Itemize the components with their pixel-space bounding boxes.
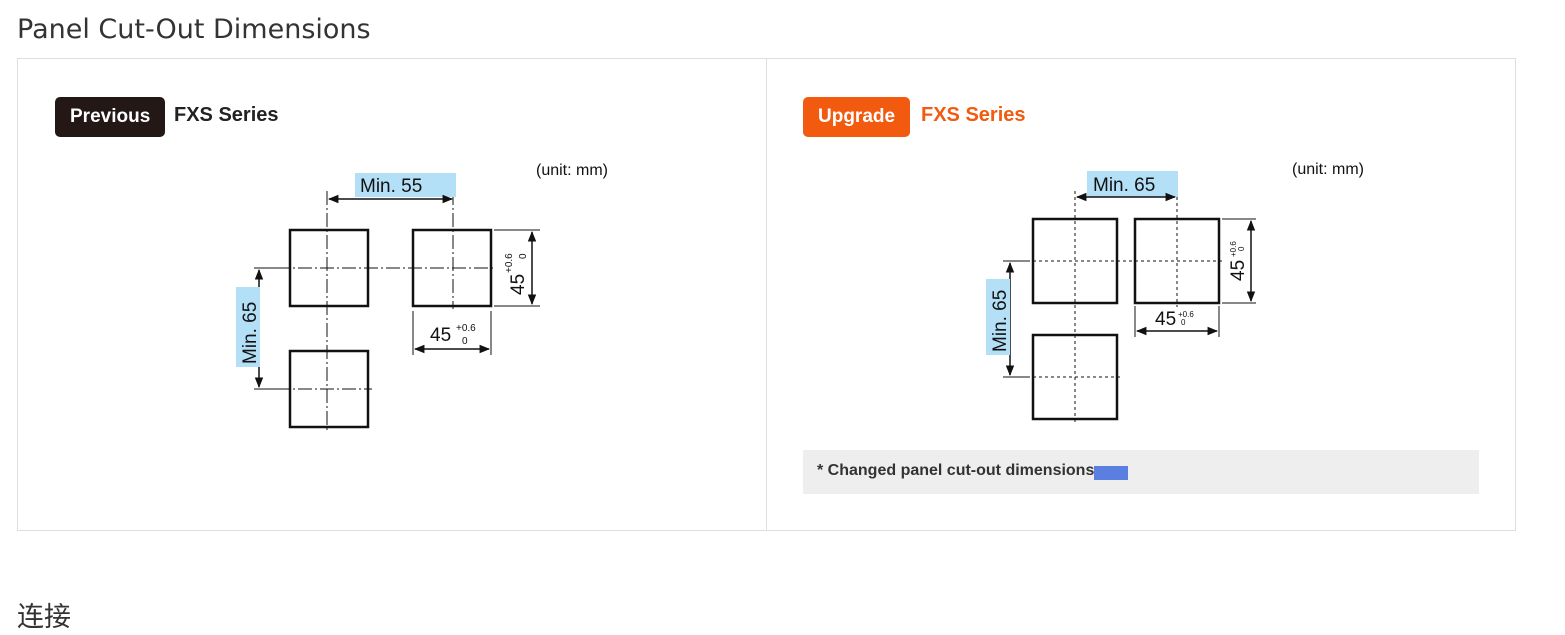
page-title: Panel Cut-Out Dimensions [17,14,371,45]
upgrade-dim-width-label: 45 [1155,309,1176,330]
previous-dim-height-tol-lower: 0 [518,253,529,259]
previous-dim-width-tol-lower: 0 [462,336,468,347]
previous-center-lines [254,191,496,431]
changed-dimensions-note-text: * Changed panel cut-out dimensions [817,462,1095,479]
upgrade-tag: Upgrade [803,97,911,137]
upgrade-unit-label: (unit: mm) [1292,161,1364,178]
upgrade-dim-height-tol-lower: 0 [1237,246,1246,251]
previous-cutout-diagram: (unit: mm) Min. 55 Min. 65 45 +0.6 0 [236,162,608,431]
upgrade-cutout-diagram: (unit: mm) Min. 65 Min. 65 45 +0.6 0 [986,161,1364,423]
previous-dim-vertical-highlight [236,287,260,367]
previous-dim-height-tol-upper: +0.6 [504,253,515,273]
previous-dim-horizontal-label: Min. 55 [360,176,422,197]
changed-dimensions-swatch [1094,466,1128,480]
upgrade-dim-width-tol-upper: +0.6 [1178,310,1194,319]
previous-dim-horizontal-highlight [355,173,456,197]
connection-heading: 连接 [17,602,71,633]
previous-tag: Previous [55,97,166,137]
cutout-comparison-panel: Previous FXS Series (unit: mm) Min. 55 M… [17,58,1516,531]
upgrade-dim-height-tol-upper: +0.6 [1229,241,1238,257]
upgrade-dim-vertical-highlight [986,279,1010,355]
previous-dim-width-tol-upper: +0.6 [456,323,476,334]
upgrade-dim-horizontal-label: Min. 65 [1093,175,1155,196]
upgrade-dim-height-label: 45 [1228,260,1249,281]
upgrade-center-lines [1003,191,1223,423]
upgrade-dim-horizontal-highlight [1087,171,1178,197]
previous-unit-label: (unit: mm) [536,162,608,179]
changed-dimensions-note: * Changed panel cut-out dimensions [803,450,1479,494]
upgrade-dim-width-tol-lower: 0 [1181,318,1186,327]
panel-divider [766,59,767,530]
previous-series-label: FXS Series [174,104,279,126]
upgrade-dim-vertical-label: Min. 65 [990,290,1011,352]
previous-dim-vertical-label: Min. 65 [240,302,261,364]
previous-dim-width-label: 45 [430,325,451,346]
upgrade-series-label: FXS Series [921,104,1026,126]
previous-dim-height-label: 45 [508,274,529,295]
